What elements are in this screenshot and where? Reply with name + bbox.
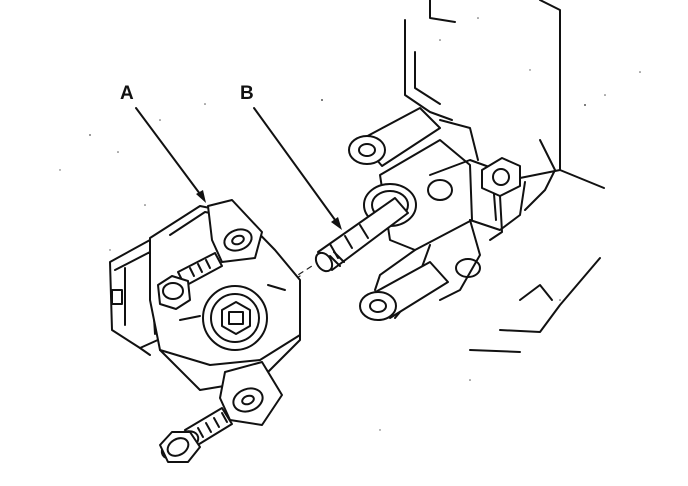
callout-a-label: A <box>120 83 134 104</box>
callout-b-label: B <box>240 83 254 104</box>
mounting-bolt <box>159 407 233 463</box>
callout-b: B <box>240 83 342 230</box>
manual-valve-shaft <box>291 197 409 282</box>
callout-b-arrowhead <box>331 217 342 230</box>
callout-b-leader <box>253 107 339 225</box>
callout-a: A <box>120 83 206 203</box>
callout-a-arrowhead <box>196 190 206 203</box>
transmission-housing <box>348 0 605 353</box>
callout-a-leader <box>135 107 204 199</box>
range-switch-assembly <box>109 199 301 426</box>
print-speckles <box>59 17 641 431</box>
